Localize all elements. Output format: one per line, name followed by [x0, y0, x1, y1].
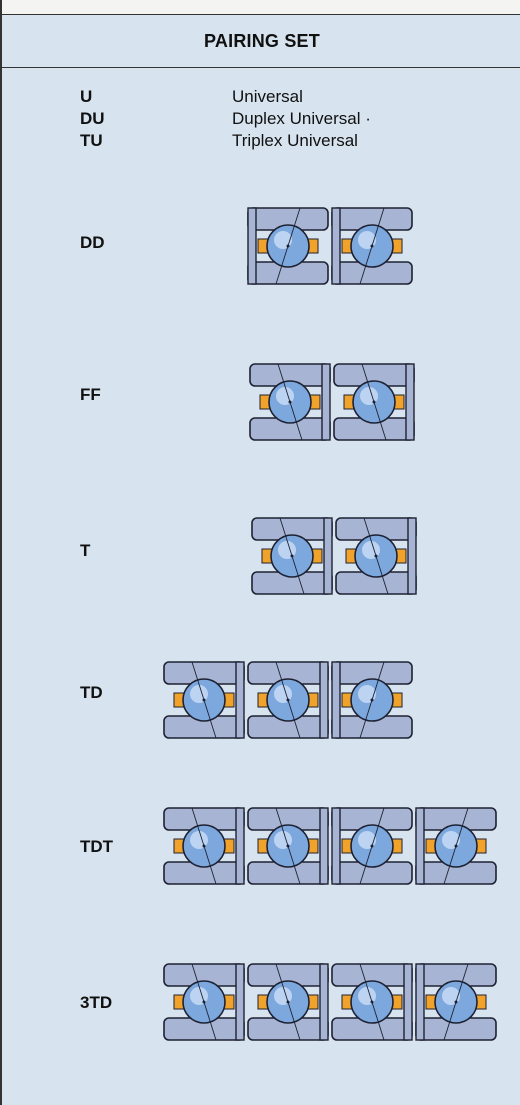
- bearing-3: [331, 661, 413, 739]
- bearing-1: [251, 517, 333, 595]
- code-tu: TU: [80, 131, 103, 150]
- ball-highlight: [358, 831, 376, 849]
- arrangement-label-td: TD: [80, 683, 103, 702]
- bearing-3: [331, 807, 413, 885]
- ring-shoulder: [319, 661, 329, 739]
- arrangement-dd: [247, 207, 413, 285]
- bearing-1: [247, 207, 329, 285]
- arrangement-3td: [163, 963, 497, 1041]
- ball-center: [202, 844, 206, 848]
- ball-highlight: [442, 831, 460, 849]
- code-tu-description: Triplex Universal: [232, 131, 358, 150]
- arrangement-label-3td: 3TD: [80, 993, 113, 1012]
- ring-shoulder: [405, 363, 415, 441]
- ball-center: [374, 554, 378, 558]
- ball-center: [370, 244, 374, 248]
- ring-shoulder: [331, 807, 341, 885]
- bearing-4: [415, 807, 497, 885]
- bearing-2: [247, 963, 329, 1041]
- code-du-description: Duplex Universal ·: [232, 109, 371, 128]
- arrangement-label-dd: DD: [80, 233, 105, 252]
- ring-shoulder: [321, 363, 331, 441]
- bearing-2: [247, 807, 329, 885]
- bearing-2: [331, 207, 413, 285]
- ball-center: [370, 1000, 374, 1004]
- arrangement-label-ff: FF: [80, 385, 101, 404]
- ball-highlight: [358, 231, 376, 249]
- arrangement-label-t: T: [80, 541, 91, 560]
- ball-center: [202, 1000, 206, 1004]
- ring-shoulder: [235, 963, 245, 1041]
- ball-center: [288, 400, 292, 404]
- ball-center: [286, 1000, 290, 1004]
- arrangement-t: [251, 517, 417, 595]
- bearing-2: [247, 661, 329, 739]
- top-strip: [2, 0, 520, 14]
- ring-shoulder: [235, 661, 245, 739]
- ring-shoulder: [323, 517, 333, 595]
- bearing-1: [163, 661, 245, 739]
- panel-title: PAIRING SET: [2, 14, 520, 68]
- bearing-2: [333, 363, 415, 441]
- bearing-4: [415, 963, 497, 1041]
- ball-center: [286, 244, 290, 248]
- ring-shoulder: [331, 661, 341, 739]
- ring-shoulder: [403, 963, 413, 1041]
- arrangement-tdt: [163, 807, 497, 885]
- legend-row-u: U Universal: [80, 86, 371, 108]
- bearing-2: [335, 517, 417, 595]
- arrangement-td: [163, 661, 413, 739]
- ball-center: [454, 1000, 458, 1004]
- bearing-3: [331, 963, 413, 1041]
- code-u: U: [80, 87, 93, 106]
- code-u-description: Universal: [232, 87, 303, 106]
- ball-center: [370, 844, 374, 848]
- bearing-1: [163, 963, 245, 1041]
- ball-center: [290, 554, 294, 558]
- ball-center: [372, 400, 376, 404]
- ring-shoulder: [415, 963, 425, 1041]
- ball-center: [454, 844, 458, 848]
- code-du: DU: [80, 109, 105, 128]
- ball-highlight: [274, 231, 292, 249]
- ring-shoulder: [247, 207, 257, 285]
- ball-center: [286, 698, 290, 702]
- bearing-1: [163, 807, 245, 885]
- ball-center: [286, 844, 290, 848]
- bearing-1: [249, 363, 331, 441]
- ring-shoulder: [235, 807, 245, 885]
- ball-highlight: [358, 685, 376, 703]
- arrangement-ff: [249, 363, 415, 441]
- arrangement-label-tdt: TDT: [80, 837, 114, 856]
- ring-shoulder: [407, 517, 417, 595]
- code-legend: U Universal DU Duplex Universal · TU Tri…: [80, 86, 371, 152]
- ring-shoulder: [331, 207, 341, 285]
- ring-shoulder: [415, 807, 425, 885]
- ball-highlight: [442, 987, 460, 1005]
- ball-center: [202, 698, 206, 702]
- legend-row-tu: TU Triplex Universal: [80, 130, 371, 152]
- legend-row-du: DU Duplex Universal ·: [80, 108, 371, 130]
- ring-shoulder: [319, 963, 329, 1041]
- ring-shoulder: [319, 807, 329, 885]
- ball-center: [370, 698, 374, 702]
